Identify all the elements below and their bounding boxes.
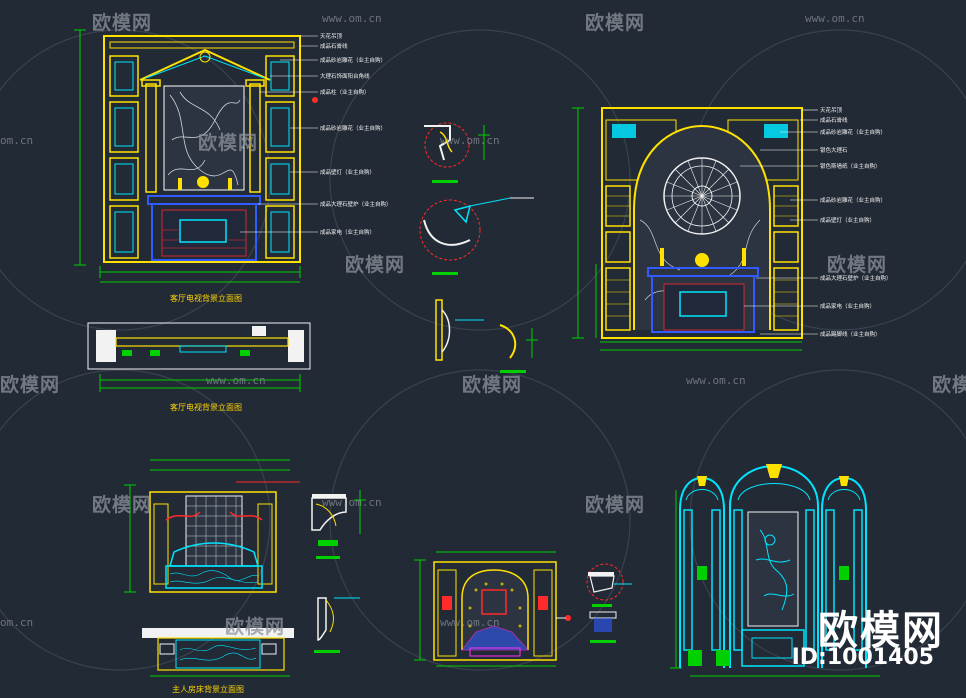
note-right-5: 成品砂岩雕花（业主自购） [820, 198, 887, 204]
watermark-logo: 欧模网 [92, 12, 153, 34]
note-left-0: 天花吊顶 [320, 34, 343, 40]
note-left-4: 成品柱（业主自购） [320, 90, 370, 96]
brand-overlay-id: ID:1001405 [791, 645, 934, 670]
bed-wall-elevation [124, 459, 300, 677]
note-right-7: 成品大理石壁炉（业主自购） [820, 276, 892, 282]
watermark-logo: 欧模网 [345, 254, 406, 276]
tv-wall-plan-section [87, 322, 311, 392]
niche-elevation [414, 551, 571, 667]
watermark-url: www.om.cn [440, 134, 500, 147]
note-right-2: 成品砂岩雕花（业主自购） [820, 130, 887, 136]
tv-wall-elevation-right [572, 107, 818, 351]
watermark-url: om.cn [0, 134, 34, 147]
watermark-url: www.om.cn [686, 374, 746, 387]
note-right-8: 成品家电（业主自购） [820, 304, 876, 310]
note-left-1: 成品石膏线 [320, 44, 348, 50]
note-right-3: 银色大理石 [820, 148, 848, 154]
note-right-4: 银色斯墙纸（业主自购） [820, 164, 881, 170]
note-right-0: 天花吊顶 [820, 108, 843, 114]
watermark-logo: 欧模网 [0, 374, 61, 396]
watermark-logo: 欧模网 [92, 494, 153, 516]
note-left-3: 大理石饰面阳台角线 [320, 74, 370, 80]
watermark-url: om.cn [0, 616, 34, 629]
note-left-7: 成品大理石壁炉（业主自购） [320, 202, 392, 208]
watermark-logo: 欧模网 [198, 132, 259, 154]
note-left-6: 成品壁灯（业主自购） [320, 170, 376, 176]
watermark-logo: 欧模网 [462, 374, 523, 396]
watermark-logo: 欧模网 [585, 12, 646, 34]
watermark-url: www.om.cn [805, 12, 865, 25]
niche-molding-details [586, 563, 632, 643]
note-left-8: 成品家电（业主自购） [320, 230, 376, 236]
bed-molding-details [311, 490, 366, 653]
caption-tv-wall-plan: 客厅电视背景立面图 [170, 403, 242, 412]
watermark-url: www.om.cn [206, 374, 266, 387]
watermark-logo: 欧模网 [585, 494, 646, 516]
caption-tv-wall-elevation: 客厅电视背景立面图 [170, 294, 242, 303]
note-left-5: 成品砂岩雕花（业主自购） [320, 126, 387, 132]
caption-bed-wall: 主人房床背景立面图 [172, 685, 244, 694]
note-right-6: 成品壁灯（业主自购） [820, 218, 876, 224]
note-right-9: 成品踢脚线（业主自购） [820, 332, 881, 338]
watermark-url: www.om.cn [440, 616, 500, 629]
note-right-1: 成品石膏线 [820, 118, 848, 124]
arched-wall-elevation [670, 464, 880, 677]
watermark-logo: 欧模网 [827, 254, 888, 276]
watermark-url: www.om.cn [322, 12, 382, 25]
molding-details [419, 122, 538, 373]
watermark-url: www.om.cn [322, 496, 382, 509]
brand-overlay-name: 欧模网 [818, 608, 944, 654]
tv-wall-elevation-left [74, 29, 318, 283]
note-left-2: 成品砂岩雕花（业主自购） [320, 58, 387, 64]
watermark-logo: 欧模网 [225, 616, 286, 638]
watermark-logo: 欧模网 [932, 374, 966, 396]
